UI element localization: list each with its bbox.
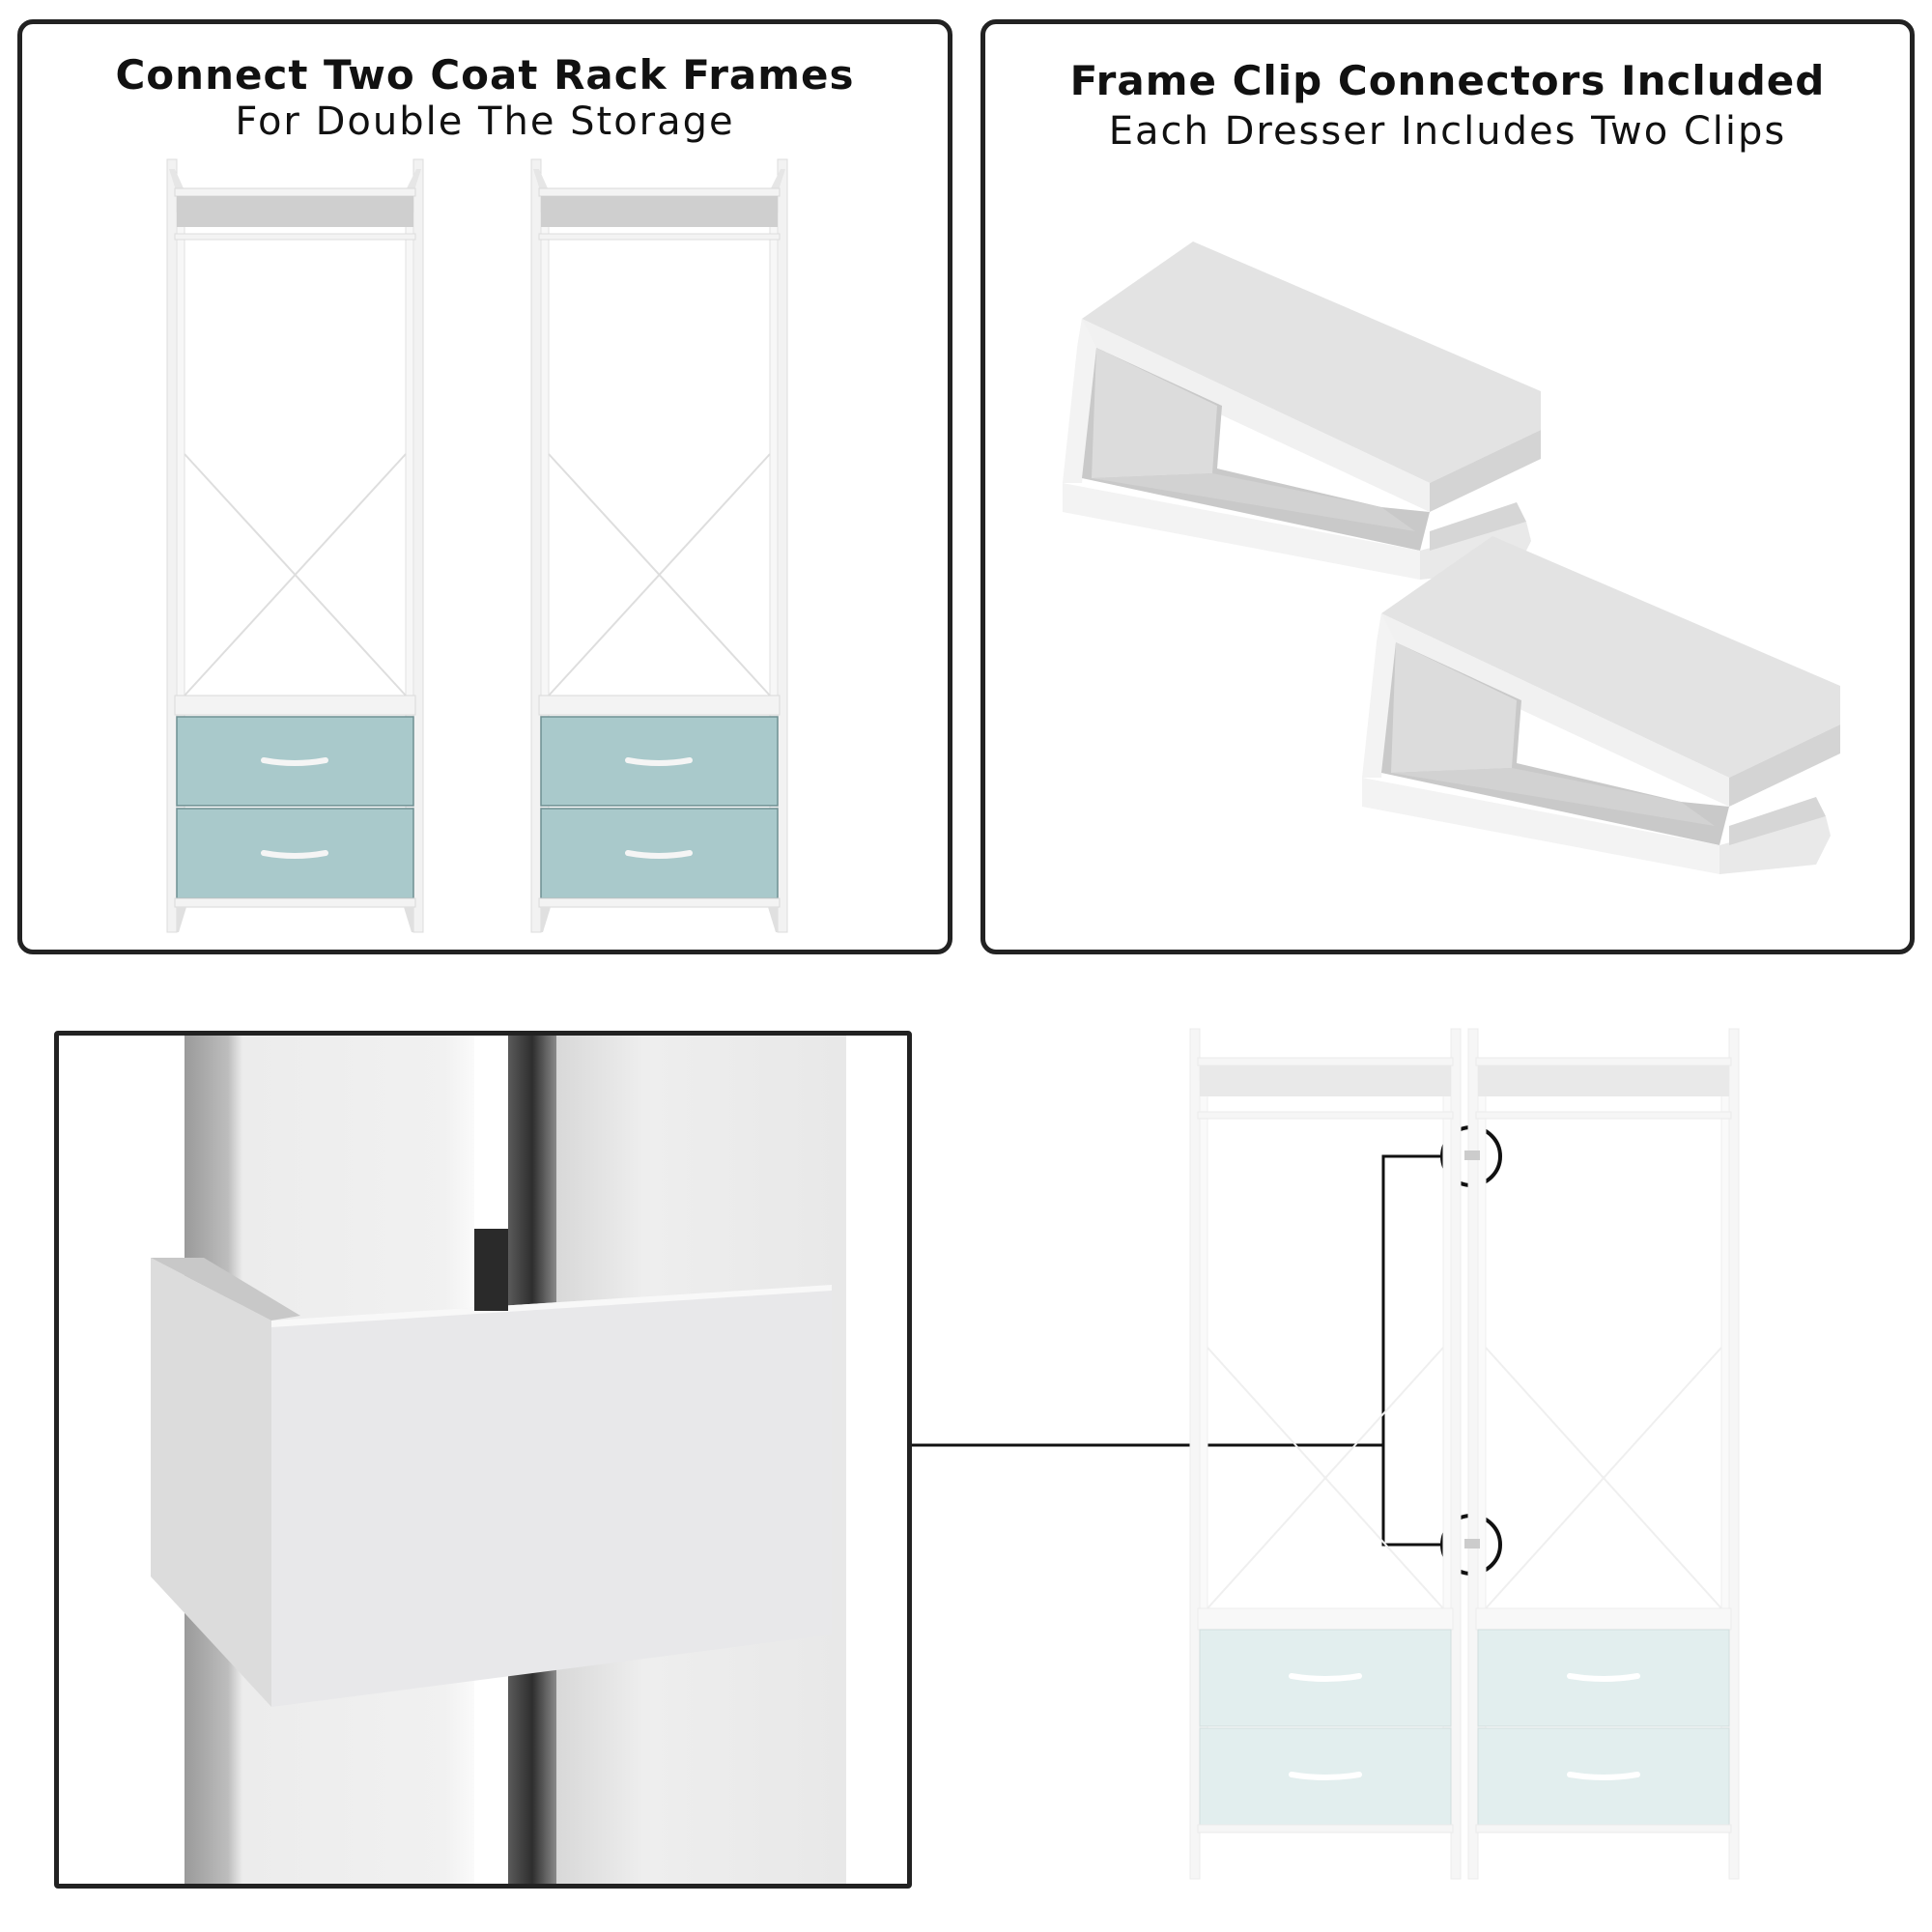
panel-clip-closeup (54, 1031, 912, 1889)
panel-title: Connect Two Coat Rack Frames (115, 51, 855, 99)
clip-marker-top (1464, 1151, 1480, 1160)
assembled-rack-left (1190, 1029, 1461, 1879)
assembled-rack-right (1468, 1029, 1739, 1879)
panel-title: Frame Clip Connectors Included (1069, 57, 1826, 104)
panel-clip-connectors: Frame Clip Connectors Included Each Dres… (980, 19, 1915, 954)
clip-marker-bottom (1464, 1539, 1480, 1548)
clip-closeup-illustration (151, 1036, 846, 1884)
panel-connect-frames: Connect Two Coat Rack Frames For Double … (17, 19, 952, 954)
panel-subtitle: For Double The Storage (235, 99, 735, 144)
panel-subtitle: Each Dresser Includes Two Clips (1108, 109, 1787, 154)
